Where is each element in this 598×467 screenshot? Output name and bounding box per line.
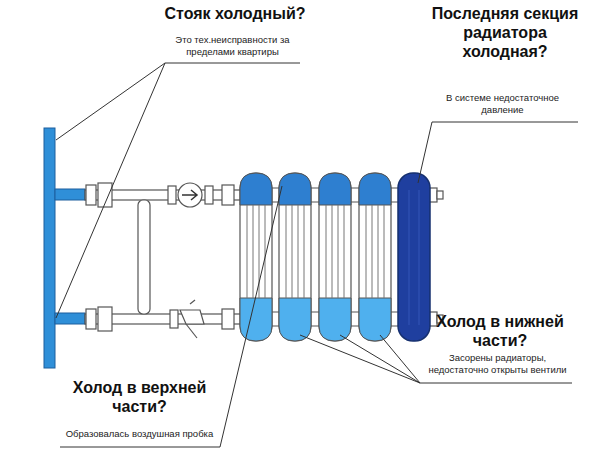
section-tube [366,205,384,298]
leader-line [60,186,282,447]
section-bottom [359,298,391,341]
section-bottom [319,298,351,341]
callout-title: Стояк холодный? [160,4,310,23]
callout-note: В системе недостаточное давление [430,92,575,116]
section-tube [286,205,304,298]
callout-title: Холод в верхней части? [62,378,217,416]
coupling [222,185,234,205]
coupling [205,186,213,204]
valve-stem [190,300,195,304]
section-bottom [240,298,272,341]
radiator-section [279,173,311,341]
leader-line [418,122,578,183]
coupling [168,186,176,204]
section-tube [247,205,265,298]
coupling [222,309,234,329]
callout-title: Последняя секция радиатора холодная? [425,4,585,61]
callout-note: Образовалась воздушная пробка [52,428,227,440]
cold-section [398,173,430,341]
callout-note: Это тех.неисправности за пределами кварт… [160,34,305,58]
callout-title: Холод в нижней части? [430,312,570,350]
bypass-pipe [138,200,150,314]
strainer-leg [186,324,197,338]
section-tube [326,205,344,298]
valve-body [180,310,204,324]
coupling [86,309,96,329]
pump-arrow [182,190,197,200]
coupling [86,185,96,205]
section-top [240,173,272,205]
radiator-section [319,173,351,341]
section-tube [419,190,420,325]
radiator-section [359,173,391,341]
section-bottom [279,298,311,341]
riser-pipe [44,128,55,368]
section-top [359,173,391,205]
section-top [319,173,351,205]
coupling [170,310,178,328]
section-top [279,173,311,205]
riser-branch [55,313,85,324]
radiator-section [240,173,272,341]
end-plug [437,191,443,199]
riser-branch [55,189,85,200]
callout-note: Засорены радиаторы, недостаточно открыты… [420,352,575,376]
leader-line [56,63,300,318]
coupling [98,307,112,331]
pump-symbol [178,183,202,207]
section-tube [409,190,410,325]
